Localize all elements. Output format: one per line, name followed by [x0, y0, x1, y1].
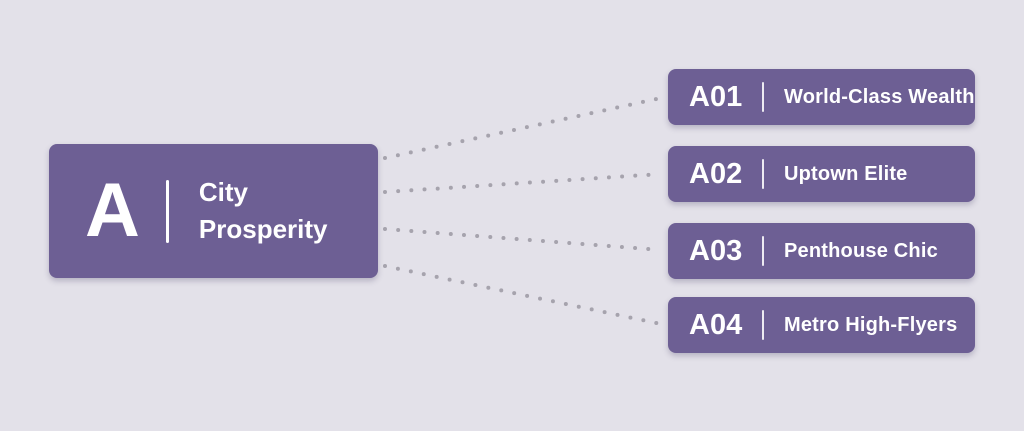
connector-root-to-a01 [383, 96, 663, 160]
connector-root-to-a04 [383, 264, 663, 326]
root-node-code: A [85, 168, 140, 253]
root-node-label: City Prosperity [198, 177, 328, 244]
child-node-a03[interactable]: A03 Penthouse Chic [668, 223, 975, 279]
child-node-code: A01 [689, 80, 743, 113]
child-node-label: World-Class Wealth [784, 86, 975, 108]
child-node-a01[interactable]: A01 World-Class Wealth [668, 69, 975, 125]
child-node-code: A03 [689, 234, 743, 267]
connector-root-to-a03 [383, 227, 663, 252]
child-node-a04[interactable]: A04 Metro High-Flyers [668, 297, 975, 353]
child-node-code: A04 [689, 308, 743, 341]
child-node-code: A02 [689, 157, 743, 190]
child-node-label: Uptown Elite [784, 163, 908, 185]
child-node-divider [762, 310, 764, 340]
child-node-divider [762, 159, 764, 189]
child-node-a02[interactable]: A02 Uptown Elite [668, 146, 975, 202]
child-node-divider [762, 82, 764, 112]
root-node-divider [165, 179, 169, 243]
child-node-label: Penthouse Chic [784, 240, 938, 262]
child-node-divider [762, 236, 764, 266]
connector-root-to-a02 [383, 172, 663, 194]
child-node-label: Metro High-Flyers [784, 314, 958, 336]
root-node-city-prosperity[interactable]: A City Prosperity [49, 144, 378, 278]
